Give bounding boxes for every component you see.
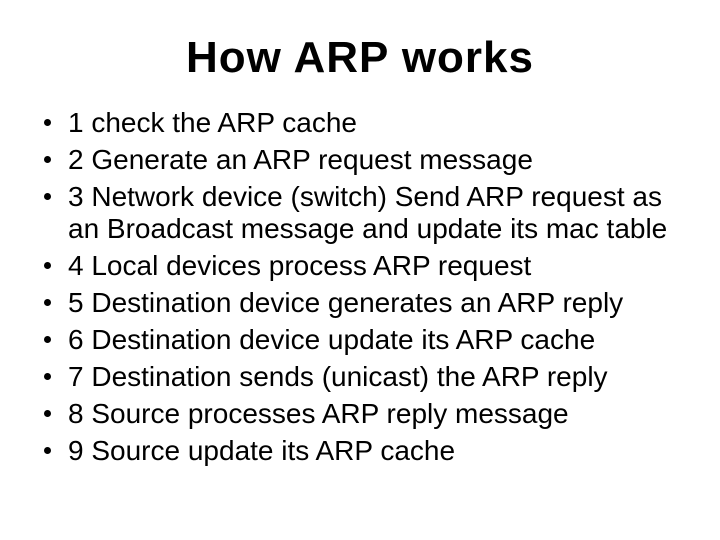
bullet-item: 5 Destination device generates an ARP re… [44, 287, 674, 319]
bullet-text: 3 Network device (switch) Send ARP reque… [68, 181, 668, 244]
bullet-item: 3 Network device (switch) Send ARP reque… [44, 181, 674, 245]
bullet-icon [44, 193, 51, 200]
bullet-text: 4 Local devices process ARP request [68, 250, 532, 281]
bullet-item: 9 Source update its ARP cache [44, 435, 674, 467]
bullet-icon [44, 410, 51, 417]
bullet-list: 1 check the ARP cache 2 Generate an ARP … [44, 107, 674, 472]
bullet-text: 7 Destination sends (unicast) the ARP re… [68, 361, 608, 392]
bullet-item: 2 Generate an ARP request message [44, 144, 674, 176]
bullet-icon [44, 447, 51, 454]
bullet-icon [44, 119, 51, 126]
bullet-item: 8 Source processes ARP reply message [44, 398, 674, 430]
bullet-text: 2 Generate an ARP request message [68, 144, 533, 175]
bullet-icon [44, 373, 51, 380]
bullet-text: 5 Destination device generates an ARP re… [68, 287, 624, 318]
bullet-item: 7 Destination sends (unicast) the ARP re… [44, 361, 674, 393]
bullet-icon [44, 156, 51, 163]
bullet-icon [44, 262, 51, 269]
bullet-icon [44, 336, 51, 343]
bullet-item: 6 Destination device update its ARP cach… [44, 324, 674, 356]
slide-title: How ARP works [186, 33, 534, 82]
bullet-text: 9 Source update its ARP cache [68, 435, 456, 466]
bullet-item: 4 Local devices process ARP request [44, 250, 674, 282]
bullet-icon [44, 299, 51, 306]
bullet-text: 8 Source processes ARP reply message [68, 398, 569, 429]
bullet-item: 1 check the ARP cache [44, 107, 674, 139]
bullet-text: 1 check the ARP cache [68, 107, 357, 138]
bullet-text: 6 Destination device update its ARP cach… [68, 324, 596, 355]
